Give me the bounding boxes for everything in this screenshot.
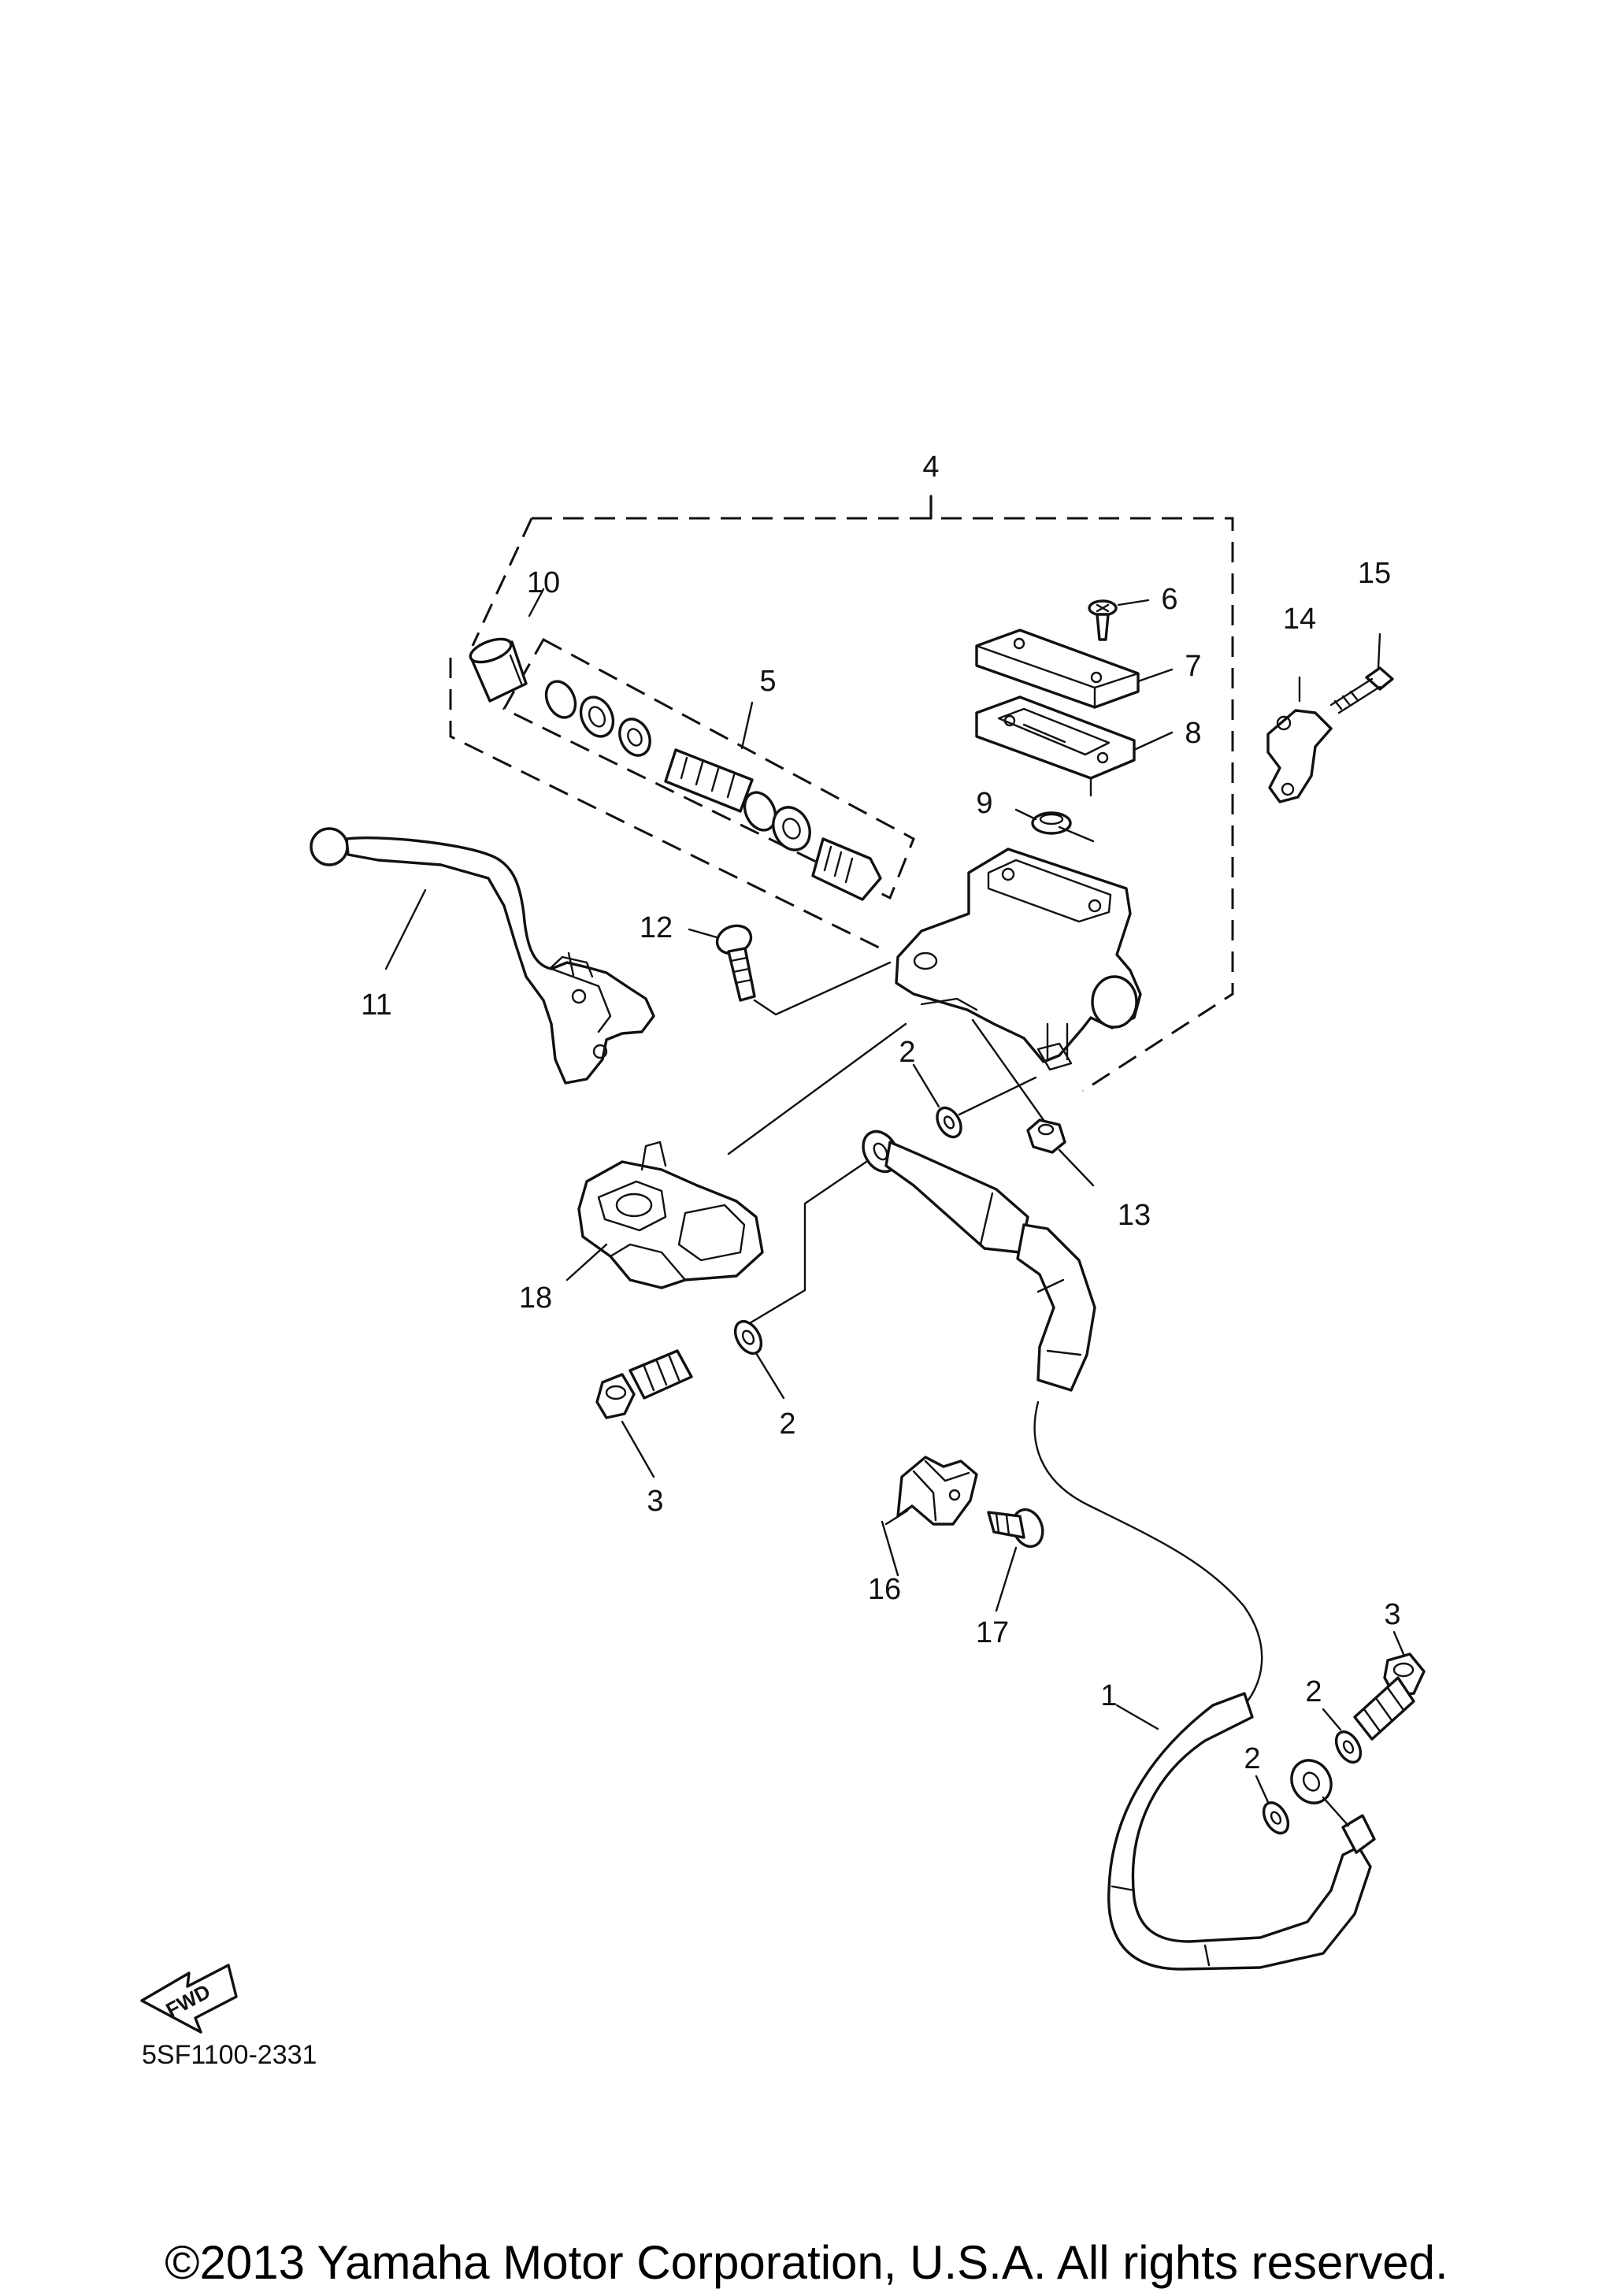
reservoir-cover-part [975, 629, 1174, 709]
copyright-notice: ©2013 Yamaha Motor Corporation, U.S.A. A… [165, 2236, 1448, 2289]
master-cylinder-assembly-outline [449, 495, 1234, 1092]
brake-hose-upper-part [735, 1129, 1096, 1392]
callout-17: 17 [976, 1616, 1009, 1649]
brake-hose-lower-part [1107, 1692, 1376, 1971]
brake-hose-line [1033, 1400, 1263, 1711]
cover-screw-part [1088, 599, 1150, 641]
callout-2-lower-left: 2 [1244, 1742, 1260, 1775]
nut-part [971, 1018, 1095, 1187]
callout-2-lower-right: 2 [1305, 1675, 1322, 1708]
brake-lever-part [310, 827, 655, 1085]
piston-kit-parts [544, 680, 882, 901]
brake-caliper-part [565, 1022, 907, 1289]
callout-3-left: 3 [647, 1485, 663, 1518]
callout-1: 1 [1100, 1679, 1117, 1712]
pivot-bolt-part [688, 924, 892, 1016]
piston-kit-outline [502, 637, 915, 900]
callout-9: 9 [976, 787, 992, 820]
callout-12: 12 [640, 911, 673, 944]
copper-washer-upper-part [912, 1063, 1037, 1139]
callout-13: 13 [1118, 1199, 1151, 1232]
clamp-bolt-part [1329, 632, 1394, 714]
union-bolt-left-part [595, 1349, 693, 1478]
callout-7: 7 [1185, 650, 1201, 683]
callout-18: 18 [519, 1282, 552, 1315]
seal-part [1014, 808, 1095, 843]
callout-2-upper: 2 [899, 1036, 915, 1069]
hose-guide-part [881, 1456, 978, 1577]
callout-14: 14 [1283, 603, 1316, 636]
boot-cap-part [469, 588, 545, 703]
callout-8: 8 [1185, 717, 1201, 750]
forward-direction-arrow: FWD [140, 1964, 238, 2034]
callout-5: 5 [759, 665, 776, 698]
callout-3-right: 3 [1384, 1598, 1400, 1631]
copper-washer-left-part [733, 1320, 785, 1400]
holder-clamp-part [1266, 676, 1333, 803]
callout-10: 10 [527, 566, 560, 599]
guide-bolt-part [987, 1508, 1044, 1612]
copper-washer-lower-parts [1255, 1708, 1363, 1835]
callout-4: 4 [922, 451, 939, 484]
diaphragm-part [975, 695, 1174, 797]
callout-2-left: 2 [779, 1408, 795, 1441]
callout-6: 6 [1161, 583, 1177, 616]
union-bolt-right-part [1353, 1630, 1426, 1741]
diagram-code: 5SF1100-2331 [142, 2040, 317, 2070]
callout-11: 11 [361, 989, 391, 1022]
master-cylinder-body-part [895, 848, 1142, 1071]
callout-16: 16 [868, 1573, 901, 1606]
callout-15: 15 [1358, 557, 1391, 590]
